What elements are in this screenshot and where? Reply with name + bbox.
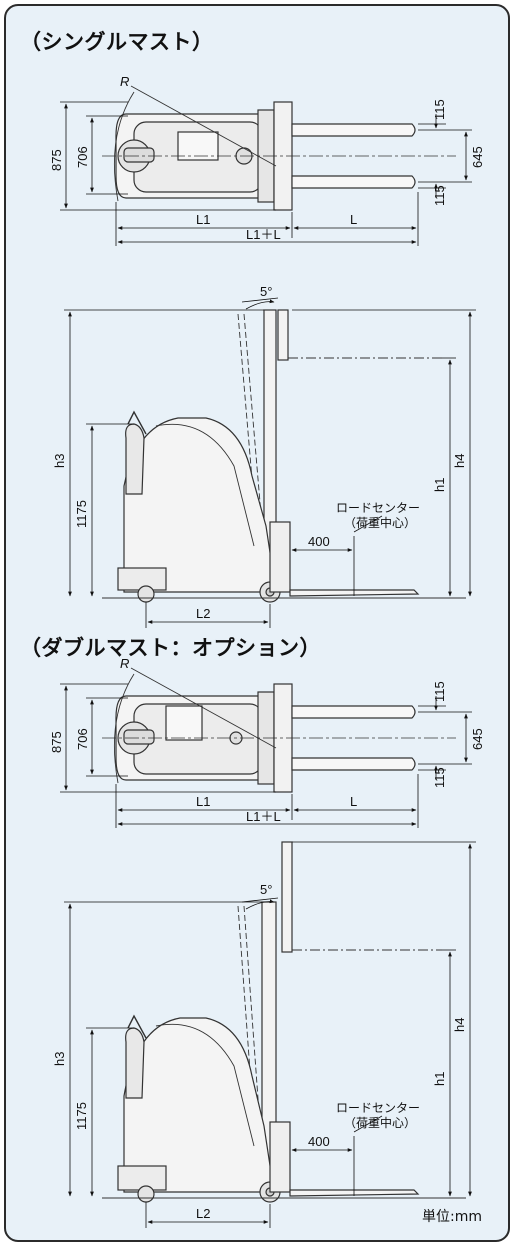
drawing-canvas: R 875 706 115 645: [49, 74, 485, 1228]
dim-h1-2: h1: [432, 1072, 447, 1086]
dim-overall-width: 875: [49, 149, 64, 171]
dim-h3: h3: [52, 454, 67, 468]
load-center-label-2: ロードセンター: [336, 1101, 420, 1115]
dim-handle-height-2: 1175: [74, 1102, 89, 1130]
radius-arc: [113, 91, 135, 202]
carriage-raised: [277, 309, 289, 361]
top-view-double-mast: [102, 667, 456, 793]
dim-load-center-2: 400: [308, 1134, 330, 1149]
dim-fork-length: L: [350, 212, 357, 227]
load-center-note: （荷重中心）: [344, 515, 416, 530]
dim-tilt-angle: 5°: [260, 284, 272, 299]
side-view-single-mast: [102, 309, 466, 603]
diagram-panel: （シングルマスト）: [4, 4, 510, 1242]
dim-handle-height: 1175: [74, 500, 89, 528]
load-center-note-2: （荷重中心）: [344, 1115, 416, 1130]
dim-overall-width-2: 875: [49, 731, 64, 753]
fork-upper: [291, 123, 416, 137]
dim-fork-length-2: L: [350, 794, 357, 809]
load-center-label: ロードセンター: [336, 501, 420, 515]
dim-fork-offset-bottom-2: 115: [432, 767, 447, 788]
dim-h4-2: h4: [452, 1018, 467, 1032]
carriage-lowered: [269, 521, 291, 593]
radius-line: [130, 85, 277, 167]
section-heading-double-mast: （ダブルマスト：オプション）: [20, 636, 321, 660]
tiller-handle: [127, 410, 147, 435]
dim-inner-width-2: 706: [75, 728, 90, 750]
top-view-single-mast: [102, 85, 456, 211]
dim-fork-offset-top-2: 115: [432, 681, 447, 702]
side-view-dims-single: [64, 297, 476, 628]
dim-h3-2: h3: [52, 1052, 67, 1066]
mast-inner-raised: [281, 841, 293, 953]
side-view-dims-double: [64, 841, 476, 1228]
top-view-dims-double: [60, 683, 472, 828]
dim-inner-width: 706: [75, 146, 90, 168]
dim-fork-offset-top: 115: [432, 99, 447, 120]
top-view-dims-single: [60, 101, 472, 246]
dim-wheelbase: L2: [196, 606, 210, 621]
dim-wheelbase-2: L2: [196, 1206, 210, 1221]
side-view-double-mast: [102, 841, 466, 1203]
dim-load-center: 400: [308, 534, 330, 549]
dim-body-length: L1: [196, 212, 210, 227]
truck-body-side: [123, 417, 277, 593]
dim-overall-length-2: L1＋L: [246, 809, 281, 824]
tiller-side: [125, 423, 145, 495]
dim-fork-offset-bottom: 115: [432, 185, 447, 206]
tiller-grip: [123, 147, 155, 163]
unit-label: 単位:mm: [422, 1209, 482, 1225]
dim-fork-spread-2: 645: [470, 728, 485, 750]
section-heading-single-mast: （シングルマスト）: [20, 30, 214, 54]
dim-overall-length: L1＋L: [246, 227, 281, 242]
dim-fork-spread: 645: [470, 146, 485, 168]
fork-lower: [291, 175, 416, 189]
dim-h1: h1: [432, 478, 447, 492]
dim-tilt-angle-2: 5°: [260, 882, 272, 897]
radius-label: R: [120, 74, 129, 89]
control-panel: [177, 131, 219, 161]
drive-wheel-side: [137, 585, 155, 603]
dim-h4: h4: [452, 454, 467, 468]
radius-label-2: R: [120, 656, 129, 671]
dim-body-length-2: L1: [196, 794, 210, 809]
